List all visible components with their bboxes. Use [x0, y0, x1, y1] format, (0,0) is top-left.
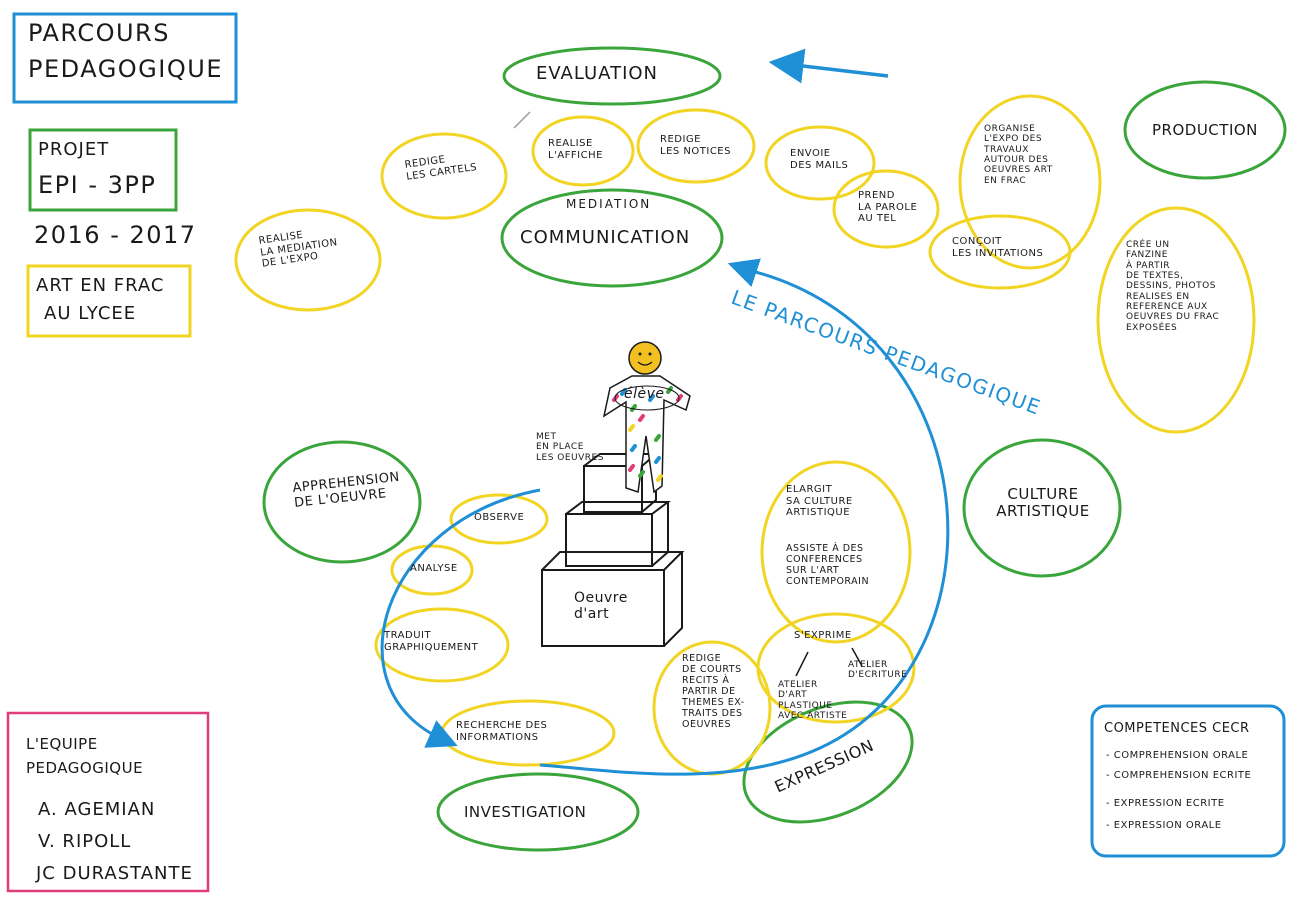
expression-ellipse	[742, 700, 914, 824]
prend-parole-ellipse	[832, 169, 940, 249]
activity-assiste: ASSISTE À DES CONFERENCES SUR L'ART CONT…	[786, 543, 870, 587]
frac-box	[26, 264, 192, 338]
year-label: 2016 - 2017	[34, 221, 197, 249]
left-arc	[380, 488, 541, 748]
frac-line2: AU LYCEE	[44, 303, 137, 324]
organise-expo-ellipse	[958, 94, 1102, 270]
traduit-ellipse	[374, 607, 510, 683]
activity-elargit: ELARGIT SA CULTURE ARTISTIQUE	[786, 484, 853, 518]
parcours-arc-start-arrow	[727, 258, 761, 287]
activity-observe: OBSERVE	[474, 512, 525, 523]
oeuvre-label: Oeuvre d'art	[574, 590, 628, 623]
realise-affiche-ellipse	[531, 115, 635, 187]
activity-realise-affiche: REALISE L'AFFICHE	[548, 138, 603, 161]
elargit-ellipse	[760, 460, 912, 644]
activity-concoit: CONÇOIT LES INVITATIONS	[952, 236, 1044, 259]
envoie-mails-ellipse	[764, 125, 876, 201]
frac-line1: ART EN FRAC	[36, 275, 165, 296]
production-ellipse	[1123, 80, 1287, 180]
team-heading1: L'EQUIPE	[26, 735, 98, 753]
project-box	[28, 128, 178, 212]
title-line2: PEDAGOGIQUE	[28, 55, 223, 83]
category-mediation: MEDIATION	[566, 197, 652, 211]
investigation-ellipse	[436, 772, 640, 852]
redige-cartels-ellipse	[380, 132, 508, 220]
analyse-ellipse	[390, 544, 474, 596]
activity-redige-notices: REDIGE LES NOTICES	[660, 134, 731, 157]
culture-ellipse	[962, 438, 1122, 578]
cecr-item-4: - EXPRESSION ORALE	[1106, 820, 1222, 831]
activity-prend-parole: PREND LA PAROLE AU TEL	[858, 190, 918, 224]
team-member-3: JC DURASTANTE	[36, 863, 193, 884]
communication-ellipse	[500, 188, 724, 288]
cecr-item-2: - COMPREHENSION ECRITE	[1106, 770, 1252, 781]
project-line2: EPI - 3PP	[38, 171, 157, 199]
atelier-arrow-left	[795, 651, 809, 677]
eleve-label: élève	[624, 386, 665, 402]
activity-traduit: TRADUIT GRAPHIQUEMENT	[384, 630, 479, 653]
category-production: PRODUCTION	[1152, 121, 1258, 139]
title-line1: PARCOURS	[28, 19, 170, 47]
category-communication: COMMUNICATION	[520, 227, 691, 248]
project-line1: PROJET	[38, 139, 110, 160]
top-arrow	[768, 48, 889, 84]
activity-analyse: ANALYSE	[410, 563, 458, 574]
activity-organise-expo: ORGANISE L'EXPO DES TRAVAUX AUTOUR DES O…	[984, 124, 1053, 186]
category-culture: CULTURE ARTISTIQUE	[996, 485, 1090, 521]
activity-recherche: RECHERCHE DES INFORMATIONS	[456, 720, 548, 743]
activity-met-en-place: MET EN PLACE LES OEUVRES	[536, 432, 604, 463]
atelier-arrow-right	[851, 647, 863, 667]
cecr-item-1: - COMPREHENSION ORALE	[1106, 750, 1249, 761]
small-grey-arrow	[513, 111, 531, 129]
activity-atelier-art: ATELIER D'ART PLASTIQUE AVEC ARTISTE	[778, 680, 848, 722]
activity-atelier-ecriture: ATELIER D'ECRITURE	[848, 660, 908, 681]
category-evaluation: EVALUATION	[536, 63, 659, 84]
cecr-box	[1090, 704, 1286, 858]
title-box	[12, 12, 238, 104]
cecr-title: COMPETENCES CECR	[1104, 721, 1250, 736]
activity-cree-fanzine: CRÉE UN FANZINE À PARTIR DE TEXTES, DESS…	[1126, 240, 1220, 333]
activity-redige-recits: REDIGE DE COURTS RECITS À PARTIR DE THEM…	[682, 653, 745, 730]
team-member-1: A. AGEMIAN	[38, 799, 156, 820]
team-heading2: PEDAGOGIQUE	[26, 759, 144, 777]
redige-notices-ellipse	[636, 108, 756, 184]
observe-ellipse	[449, 493, 549, 545]
eleve-figure	[602, 341, 691, 494]
parcours-arc	[539, 268, 950, 776]
team-box	[6, 711, 210, 893]
activity-exprime: S'EXPRIME	[794, 630, 852, 641]
exprime-ellipse	[756, 612, 916, 724]
team-member-2: V. RIPOLL	[38, 831, 132, 852]
realise-mediation-ellipse	[234, 208, 382, 312]
fanzine-ellipse	[1096, 206, 1256, 434]
cecr-item-3: - EXPRESSION ECRITE	[1106, 798, 1225, 809]
activity-envoie-mails: ENVOIE DES MAILS	[790, 148, 849, 171]
concoit-ellipse	[928, 214, 1072, 290]
apprehension-ellipse	[262, 440, 422, 564]
evaluation-ellipse	[502, 46, 722, 106]
category-investigation: INVESTIGATION	[464, 803, 587, 821]
